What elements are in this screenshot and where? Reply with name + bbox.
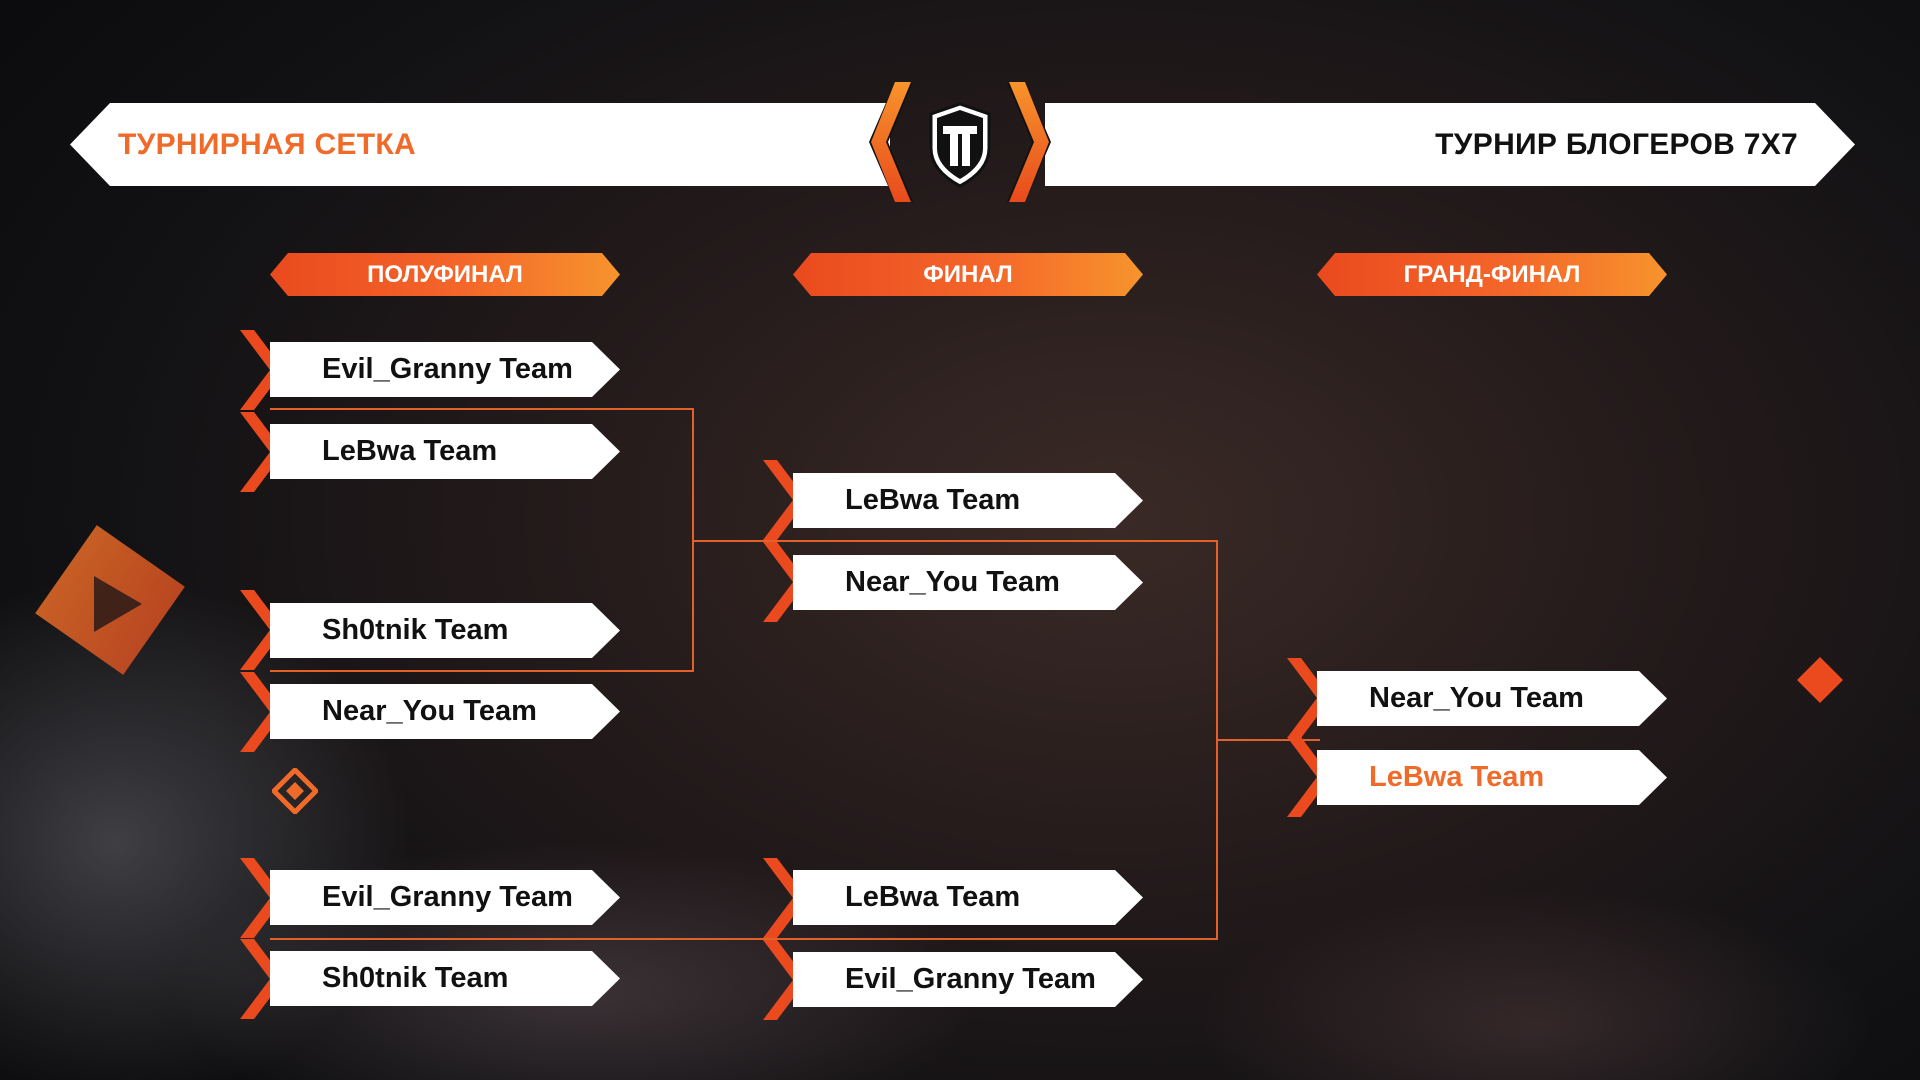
winner-team-name: LeBwa Team: [1369, 761, 1545, 793]
connector-line: [270, 938, 1218, 940]
team-slot[interactable]: Near_You Team: [1317, 671, 1667, 726]
header-banner-left: [70, 103, 890, 186]
logo-chevrons: [869, 82, 1051, 202]
stage-semifinal: ПОЛУФИНАЛ: [270, 253, 620, 296]
team-name: Sh0tnik Team: [322, 614, 509, 646]
stage-grand-final: ГРАНД-ФИНАЛ: [1317, 253, 1667, 296]
team-name: LeBwa Team: [845, 881, 1021, 913]
team-name: Near_You Team: [1369, 682, 1584, 714]
team-name: Sh0tnik Team: [322, 962, 509, 994]
connector-line: [692, 540, 1218, 542]
connector-line: [1216, 739, 1320, 741]
team-slot[interactable]: Near_You Team: [793, 555, 1143, 610]
team-name: Evil_Granny Team: [322, 353, 573, 385]
right-diamond-decoration: [1797, 657, 1843, 703]
team-slot-winner[interactable]: LeBwa Team: [1317, 750, 1667, 805]
team-slot[interactable]: LeBwa Team: [793, 473, 1143, 528]
team-name: Evil_Granny Team: [845, 963, 1096, 995]
header-left-title: ТУРНИРНАЯ СЕТКА: [118, 128, 416, 161]
small-diamond-decoration: [272, 768, 318, 814]
header-banner-right: [1045, 103, 1855, 186]
team-name: Evil_Granny Team: [322, 881, 573, 913]
team-slot[interactable]: Near_You Team: [270, 684, 620, 739]
header-right-title: ТУРНИР БЛОГЕРОВ 7Х7: [1435, 128, 1798, 161]
team-name: Near_You Team: [322, 695, 537, 727]
team-slot[interactable]: Sh0tnik Team: [270, 951, 620, 1006]
connector-line: [270, 670, 694, 672]
team-slot[interactable]: Evil_Granny Team: [793, 952, 1143, 1007]
team-name: LeBwa Team: [322, 435, 498, 467]
team-name: LeBwa Team: [845, 484, 1021, 516]
team-slot[interactable]: LeBwa Team: [793, 870, 1143, 925]
wot-shield-logo-icon: [929, 102, 991, 188]
team-name: Near_You Team: [845, 566, 1060, 598]
team-slot[interactable]: Sh0tnik Team: [270, 603, 620, 658]
stage-final: ФИНАЛ: [793, 253, 1143, 296]
team-slot[interactable]: Evil_Granny Team: [270, 342, 620, 397]
play-diamond-decoration: [35, 525, 185, 675]
team-slot[interactable]: LeBwa Team: [270, 424, 620, 479]
team-slot[interactable]: Evil_Granny Team: [270, 870, 620, 925]
connector-line: [270, 408, 694, 410]
